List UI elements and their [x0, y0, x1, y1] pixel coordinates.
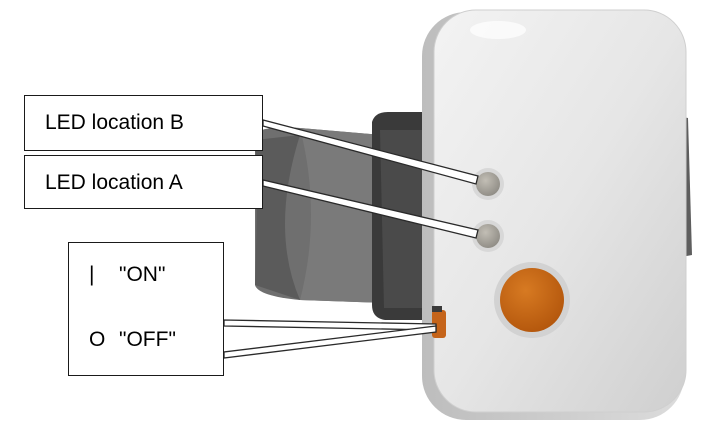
- callout-led-location-b-label: LED location B: [45, 111, 184, 134]
- device-body: [422, 9, 687, 420]
- led-a: [472, 220, 504, 252]
- leader-line-led-b: [262, 119, 479, 185]
- led-b: [472, 168, 504, 200]
- switch-on-symbol: |: [89, 263, 95, 286]
- callout-led-location-a: LED location A: [24, 155, 263, 209]
- switch-off-label: "OFF": [119, 328, 176, 351]
- leader-lines: [223, 119, 479, 359]
- callout-power-switch: | "ON" O "OFF": [68, 242, 224, 376]
- switch-off-row: O "OFF": [89, 328, 176, 352]
- leader-line-off: [223, 325, 437, 359]
- callout-led-location-b: LED location B: [24, 95, 263, 151]
- switch-on-label: "ON": [119, 263, 166, 286]
- switch-on-row: | "ON": [89, 263, 165, 287]
- switch-off-symbol: O: [89, 328, 106, 351]
- panic-button: [494, 262, 570, 338]
- callout-led-location-a-label: LED location A: [45, 171, 183, 194]
- leader-line-on: [223, 319, 437, 331]
- leader-line-led-a: [262, 179, 479, 239]
